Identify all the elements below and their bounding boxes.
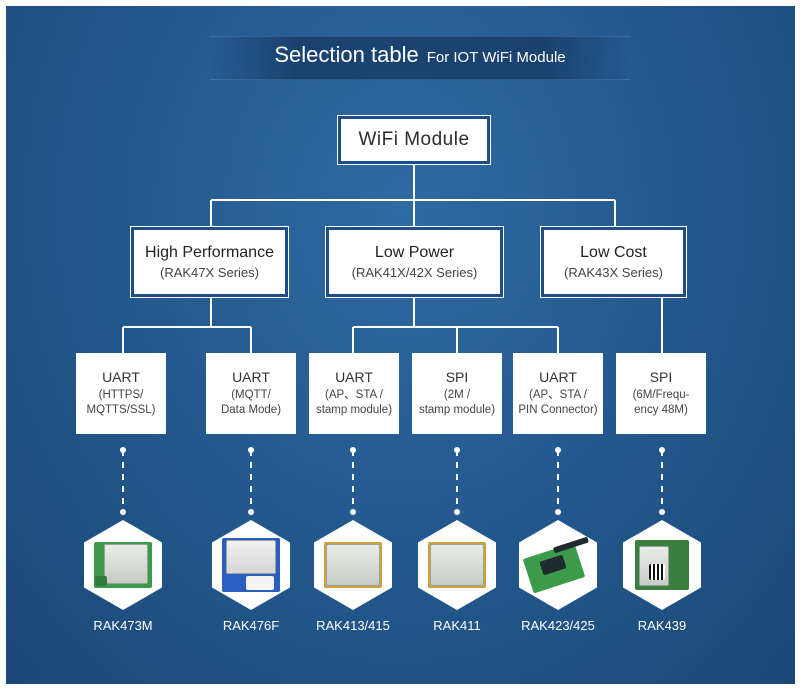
title-main: Selection table	[274, 42, 419, 67]
category-name: Low Power	[374, 244, 455, 261]
interface-type: SPI	[445, 369, 469, 385]
product-image-hex	[314, 520, 392, 610]
product-image-hex	[84, 520, 162, 610]
interface-type: UART	[232, 369, 270, 385]
interface-node: SPI (6M/Frequ- ency 48M)	[616, 353, 706, 434]
category-name: High Performance	[145, 244, 274, 261]
module-shield	[326, 544, 380, 586]
interface-type: UART	[539, 369, 577, 385]
interface-node: UART (HTTPS/ MQTTS/SSL)	[76, 353, 166, 434]
product-label: RAK413/415	[316, 618, 390, 633]
category-series: (RAK41X/42X Series)	[351, 265, 478, 280]
interface-type: UART	[102, 369, 140, 385]
interface-detail: (HTTPS/ MQTTS/SSL)	[86, 389, 156, 416]
product-image-hex	[623, 520, 701, 610]
interface-detail: (AP、STA / PIN Connector)	[518, 389, 598, 416]
product-image-hex	[212, 520, 290, 610]
product-label: RAK423/425	[521, 618, 595, 633]
product-image-hex	[519, 520, 597, 610]
root-label: WiFi Module	[358, 129, 470, 150]
interface-node: UART (AP、STA / stamp module)	[309, 353, 399, 434]
product-label: RAK411	[433, 618, 481, 633]
title-band	[210, 36, 630, 80]
qr-code-icon	[649, 564, 665, 580]
interface-detail: (2M / stamp module)	[418, 389, 496, 416]
interface-detail: (MQTT/ Data Mode)	[220, 389, 282, 416]
product-label: RAK473M	[93, 618, 153, 633]
category-high-performance: High Performance (RAK47X Series)	[130, 226, 289, 298]
title-subtitle: For IOT WiFi Module	[426, 49, 566, 66]
interface-detail: (6M/Frequ- ency 48M)	[632, 389, 690, 416]
module-shield	[104, 544, 148, 584]
product-label: RAK439	[637, 618, 687, 633]
category-low-cost: Low Cost (RAK43X Series)	[540, 226, 687, 298]
interface-node: UART (AP、STA / PIN Connector)	[513, 353, 603, 434]
root-node: WiFi Module	[337, 115, 491, 165]
diagram-title: Selection table For IOT WiFi Module	[210, 38, 630, 76]
product-label: RAK476F	[222, 618, 280, 633]
category-low-power: Low Power (RAK41X/42X Series)	[325, 226, 504, 298]
module-shield	[226, 540, 276, 574]
interface-node: UART (MQTT/ Data Mode)	[206, 353, 296, 434]
interface-node: SPI (2M / stamp module)	[412, 353, 502, 434]
interface-type: UART	[335, 369, 373, 385]
category-series: (RAK43X Series)	[564, 265, 663, 280]
category-series: (RAK47X Series)	[160, 265, 259, 280]
module-shield	[430, 544, 484, 586]
category-name: Low Cost	[580, 244, 647, 261]
interface-type: SPI	[649, 369, 673, 385]
interface-detail: (AP、STA / stamp module)	[315, 389, 393, 416]
product-image-hex	[418, 520, 496, 610]
